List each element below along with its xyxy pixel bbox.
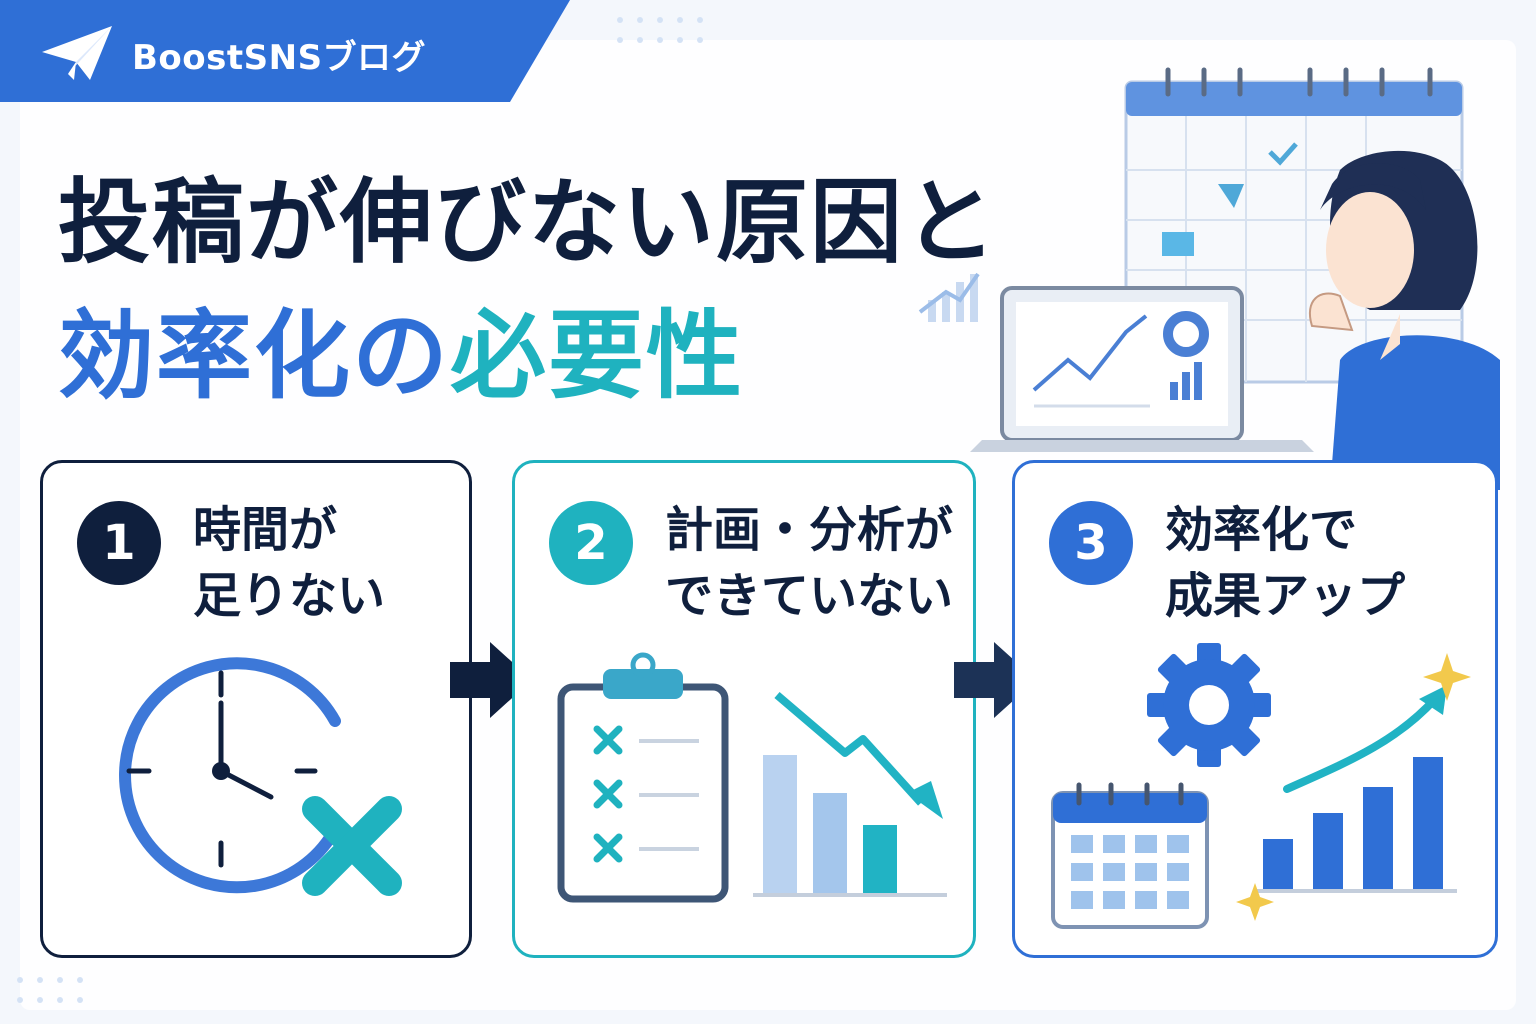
paper-plane-icon [42,26,112,80]
step-title-3: 効率化で 成果アップ [1165,497,1405,629]
step-number-2: 2 [549,501,633,585]
brand-ribbon [0,0,570,102]
page-title-line2: 効率化の必要性 [58,278,744,417]
gear-icon [1147,643,1271,767]
arrow-right-icon [450,642,532,718]
declining-chart-icon [753,691,947,897]
growth-chart-icon [1255,685,1457,893]
clipboard-chart-art [557,652,947,903]
cross-icon [302,796,402,896]
page-title-line1: 投稿が伸びない原因と [58,169,999,276]
step-title-1: 時間が 足りない [193,497,385,629]
clock-icon [119,657,402,896]
step-title-2: 計画・分析が できていない [665,497,953,629]
step-title-2-line1: 計画・分析が [665,502,954,558]
step-number-1: 1 [77,501,161,585]
brand-name[interactable]: BoostSNSブログ [132,38,427,78]
title-highlight-teal: 必要性 [450,300,744,412]
person-illustration [1309,150,1500,490]
step-title-1-line2: 足りない [193,568,386,624]
clipboard-icon [557,652,729,903]
arrow-right-icon-2 [954,642,1036,718]
step-title-1-line1: 時間が [193,502,338,558]
title-highlight-blue: 効率化の [58,300,450,412]
step-card-3: 3 効率化で 成果アップ [1012,460,1498,958]
step-title-3-line1: 効率化で [1165,502,1358,558]
step-card-1: 1 時間が 足りない [40,460,472,958]
laptop-icon [970,286,1314,452]
sparkle-icon [1236,653,1471,921]
mini-chart-icon [918,272,980,322]
growth-art [1051,643,1471,929]
step-number-3: 3 [1049,501,1133,585]
hero-illustration [918,67,1500,490]
step-card-2: 2 計画・分析が できていない [512,460,976,958]
step-title-3-line2: 成果アップ [1165,568,1406,624]
step-title-2-line2: できていない [665,568,954,624]
calendar-icon [1051,782,1209,929]
